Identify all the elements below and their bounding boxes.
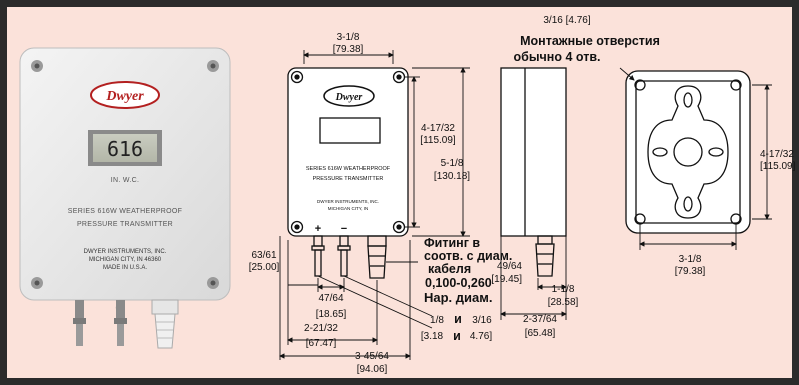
lcd-screen [93,134,157,162]
mounting-bracket [647,85,729,219]
dim-back-height-mm: [115.09] [760,161,796,172]
dim-port-spacing-mm: [18.65] [316,309,347,320]
front-series-label: SERIES 616W WEATHERPROOF [306,166,391,172]
dim-top-width-mm: [79.38] [333,44,364,55]
dim-left-offset: 63/61 [251,250,276,261]
dim-inner-height: 4-17/32 [421,123,455,134]
dim-side-depth-mm: [65.48] [525,328,556,339]
dim-total-height-mm: [130.18] [434,171,470,182]
dim-port-span-mm: [67.47] [306,338,337,349]
dim-overall-width: 3-45/64 [355,351,389,362]
units-label: IN. W.C. [111,177,139,184]
dim-top-width: 3-1/8 [337,32,360,43]
dim-port-span: 2-21/32 [304,323,338,334]
side-enclosure [500,67,567,237]
tube-size-b: 3/16 [472,315,492,326]
series-label: SERIES 616W WEATHERPROOF [68,208,182,215]
nominal-diameter-note: Нар. диам. [424,290,493,305]
series-label-2: PRESSURE TRANSMITTER [77,221,173,228]
tube-and-1: и [454,312,462,326]
dim-side-small-mm: [28.58] [548,297,579,308]
dimension-lines [279,50,772,360]
fitting-note-4: 0,100-0,260 [425,276,492,290]
front-maker-label: DWYER INSTRUMENTS, INC. [317,199,379,204]
tube-size-a-mm: [3.18 [421,331,444,342]
side-view-drawing [500,67,567,277]
front-brand-text: Dwyer [335,92,363,103]
device-photo: Dwyer 616 IN. W.C. SERIES 616W WEATHERPR… [19,47,231,349]
corner-screw-icon [31,60,219,289]
back-enclosure [625,70,751,234]
dim-side-small: 1-1/8 [552,284,575,295]
maker-label-3: MADE IN U.S.A. [103,265,147,271]
fitting-note-2: соотв. с диам. [424,249,512,263]
dim-side-depth: 2-37/64 [523,314,557,325]
back-view-drawing [625,70,751,234]
pressure-port-icon [73,300,127,346]
tube-size-b-mm: 4.76] [470,331,492,342]
tube-size-a: 1/8 [430,315,444,326]
brand-logo [90,81,160,109]
cable-gland-icon [151,299,179,349]
tube-and-2: и [453,329,461,343]
dim-hole-dia: 3/16 [4.76] [543,15,590,26]
dim-inner-height-mm: [115.09] [420,135,456,146]
dim-back-height: 4-17/32 [760,149,794,160]
front-maker-label-2: MICHIGAN CITY, IN [328,206,368,211]
dim-left-offset-mm: [25.00] [249,262,280,273]
dim-back-width-mm: [79.38] [675,266,706,277]
front-series-label-2: PRESSURE TRANSMITTER [313,176,384,182]
front-plus-label: + [315,223,321,235]
brand-logo-text: Dwyer [105,89,144,104]
lcd-value: 616 [107,137,143,161]
dim-total-height: 5-1/8 [441,158,464,169]
fitting-note-3: кабеля [428,262,471,276]
maker-label: DWYER INSTRUMENTS, INC. [84,249,167,255]
dim-side-left-mm: [19.45] [491,274,522,285]
mounting-holes-note-2: обычно 4 отв. [514,50,601,64]
dim-port-spacing: 47/64 [318,293,343,304]
dim-side-left: 49/64 [497,261,522,272]
maker-label-2: MICHIGAN CITY, IN 46360 [89,257,162,263]
front-minus-label: − [341,223,347,235]
mounting-holes-note: Монтажные отверстия [520,34,660,48]
dim-overall-width-mm: [94.06] [357,364,388,375]
fitting-note: Фитинг в [424,236,480,250]
dim-back-width: 3-1/8 [679,254,702,265]
